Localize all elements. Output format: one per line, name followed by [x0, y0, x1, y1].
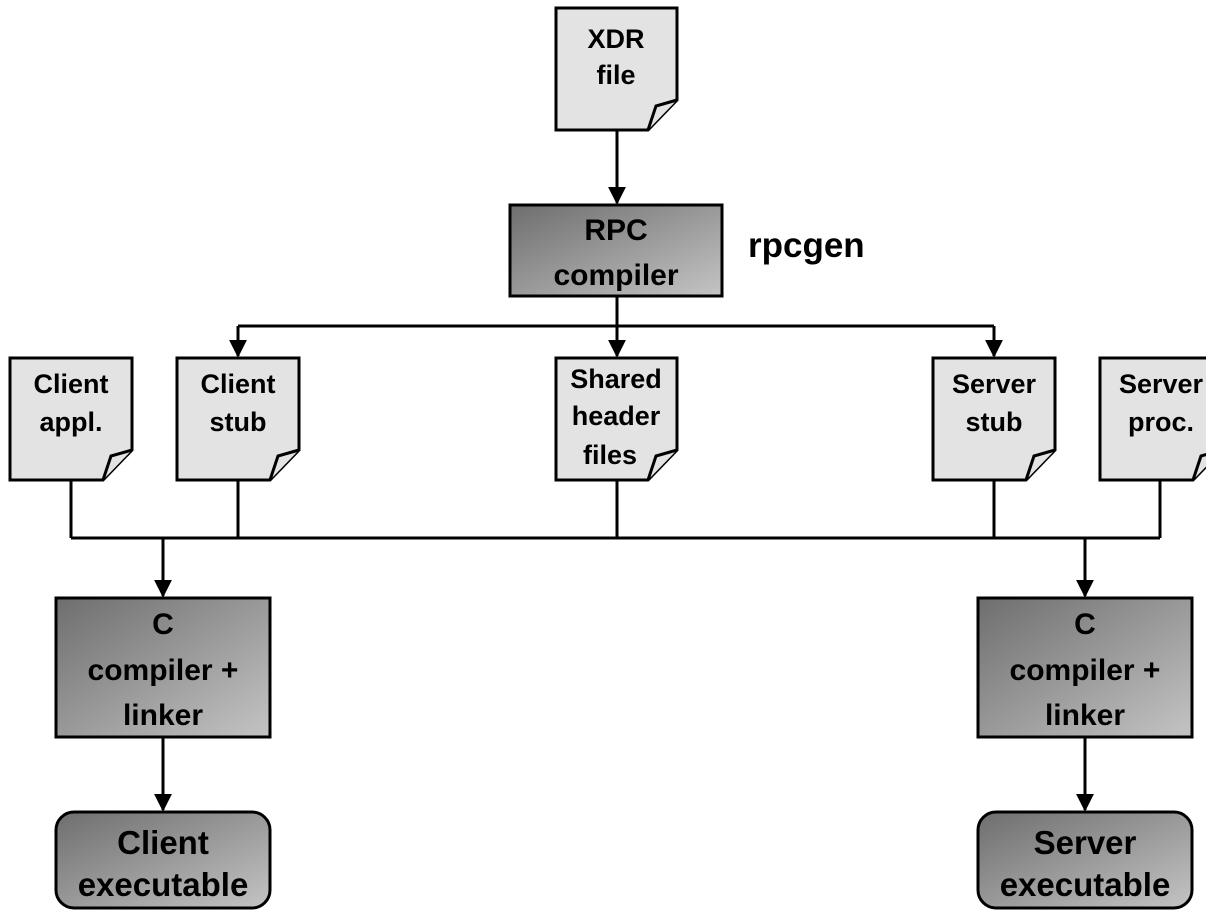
server-compiler-box: C compiler + linker	[976, 596, 1194, 739]
client-executable-line1: Client	[117, 824, 209, 861]
server-stub-document: Server stub	[931, 356, 1057, 482]
server-executable-line1: Server	[1034, 824, 1137, 861]
client-compiler-box: C compiler + linker	[54, 596, 272, 739]
client-executable-box: Client executable	[54, 810, 272, 910]
rpcgen-label: rpcgen	[748, 226, 865, 265]
page-fold-icon	[101, 448, 133, 481]
client-appl-line2: appl.	[39, 407, 102, 437]
page-fold-icon	[646, 448, 678, 481]
server-proc-line2: proc.	[1128, 407, 1194, 437]
rpc-compiler-box: RPC compiler	[508, 203, 724, 298]
connectors	[69, 130, 1162, 812]
page-fold-icon	[1024, 448, 1056, 481]
xdr-file-line2: file	[596, 60, 635, 90]
server-proc-line1: Server	[1119, 369, 1204, 399]
server-proc-document: Server proc.	[1098, 356, 1206, 482]
xdr-file-line1: XDR	[587, 24, 644, 54]
server-executable-line2: executable	[1000, 866, 1171, 903]
client-compiler-line2: compiler +	[88, 654, 239, 687]
client-stub-document: Client stub	[175, 356, 301, 482]
client-appl-line1: Client	[33, 369, 108, 399]
server-compiler-line1: C	[1074, 608, 1096, 641]
rpc-compiler-line1: RPC	[584, 214, 647, 247]
client-compiler-line1: C	[152, 608, 174, 641]
page-fold-icon	[646, 98, 678, 131]
document-icon	[1098, 356, 1206, 482]
rpc-compiler-line2: compiler	[553, 259, 678, 292]
server-compiler-line2: compiler +	[1010, 654, 1161, 687]
client-compiler-line3: linker	[123, 699, 203, 732]
client-appl-document: Client appl.	[8, 356, 134, 482]
shared-headers-line3: files	[583, 440, 637, 470]
page-fold-icon	[1191, 453, 1206, 481]
shared-headers-line1: Shared	[570, 364, 662, 394]
client-stub-line2: stub	[210, 407, 267, 437]
server-stub-line1: Server	[952, 369, 1037, 399]
client-executable-line2: executable	[78, 866, 249, 903]
shared-headers-line2: header	[572, 401, 661, 431]
server-compiler-line3: linker	[1045, 699, 1125, 732]
server-executable-box: Server executable	[976, 810, 1194, 910]
client-stub-line1: Client	[200, 369, 275, 399]
server-stub-line2: stub	[966, 407, 1023, 437]
shared-headers-document: Shared header files	[554, 356, 679, 482]
xdr-file-document: XDR file	[554, 6, 679, 132]
page-fold-icon	[268, 448, 300, 481]
